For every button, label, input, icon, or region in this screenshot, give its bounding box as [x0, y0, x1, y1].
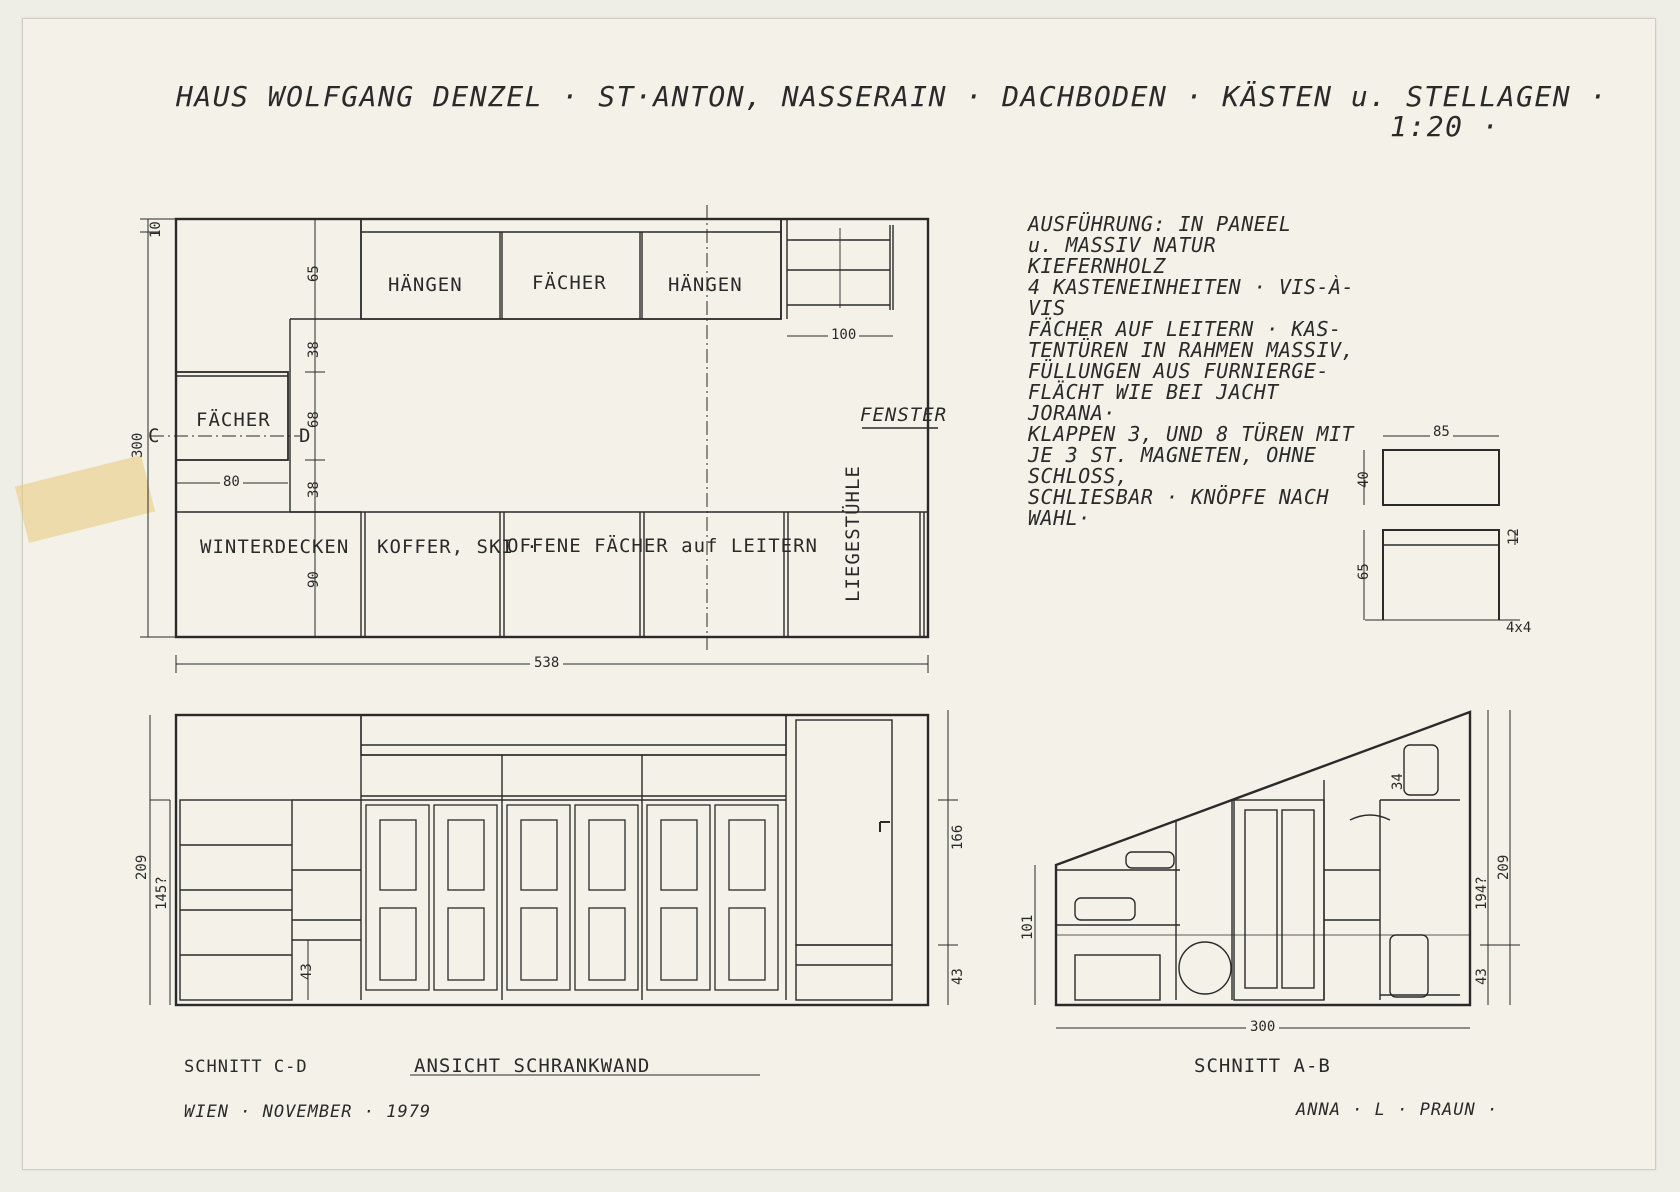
plan-label-winterdecken: WINTERDECKEN [200, 536, 350, 558]
caption-ansicht-schrankwand: ANSICHT SCHRANKWAND [414, 1055, 651, 1077]
execution-notes: AUSFÜHRUNG: IN PANEEL u. MASSIV NATUR KI… [1028, 214, 1358, 529]
note-line: AUSFÜHRUNG: IN PANEEL [1028, 212, 1292, 236]
caption-schnitt-ab: SCHNITT A-B [1194, 1055, 1331, 1077]
caption-schnitt-cd: SCHNITT C-D [184, 1057, 308, 1077]
note-line: TENTÜREN IN RAHMEN MASSIV, [1028, 338, 1355, 362]
floor-plan [140, 205, 938, 673]
dim-100: 100 [828, 327, 860, 343]
detail-sketch [1363, 435, 1520, 621]
detail-dim-4x4: 4x4 [1506, 620, 1532, 636]
plan-label-haengen-right: HÄNGEN [668, 274, 743, 296]
section-dim-300: 300 [1246, 1019, 1280, 1035]
plan-label-faecher-left: FÄCHER [196, 409, 271, 431]
note-line: KLAPPEN 3, UND 8 TÜREN MIT [1028, 422, 1355, 446]
dim-68: 68 [306, 411, 322, 428]
dim-538: 538 [530, 655, 564, 671]
detail-dim-12: 12 [1506, 528, 1522, 545]
dim-65: 65 [306, 265, 322, 282]
detail-dim-65: 65 [1356, 563, 1372, 580]
section-marker-c: C [148, 425, 161, 447]
dim-80: 80 [220, 474, 243, 490]
section-dim-194: 194? [1474, 876, 1490, 910]
dim-10: 10 [148, 221, 164, 238]
dim-38-a: 38 [306, 341, 322, 358]
detail-dim-40: 40 [1356, 471, 1372, 488]
drawing-title: HAUS WOLFGANG DENZEL · ST·ANTON, NASSERA… [176, 80, 1608, 113]
elev-dim-209: 209 [134, 854, 150, 880]
section-dim-43: 43 [1474, 968, 1490, 985]
section-dim-101: 101 [1020, 914, 1036, 940]
plan-label-koffer-ski: KOFFER, SKI · [377, 536, 539, 558]
section-dim-209: 209 [1496, 854, 1512, 880]
note-line: JE 3 ST. MAGNETEN, OHNE SCHLOSS, [1028, 443, 1317, 488]
section-ab [1034, 710, 1520, 1029]
drawing-scale: 1:20 · [1390, 110, 1501, 143]
dim-90: 90 [306, 571, 322, 588]
plan-label-faecher-top: FÄCHER [532, 272, 607, 294]
section-dim-34: 34 [1390, 773, 1406, 790]
elev-dim-43-b: 43 [950, 968, 966, 985]
note-line: FÄCHER AUF LEITERN · KAS- [1028, 317, 1342, 341]
dim-38-b: 38 [306, 481, 322, 498]
cabinet-elevation [149, 710, 958, 1007]
note-line: SCHLIESBAR · KNÖPFE NACH WAHL· [1028, 485, 1329, 530]
detail-dim-85: 85 [1430, 424, 1453, 440]
elev-dim-145: 145? [154, 876, 170, 910]
caption-date: WIEN · NOVEMBER · 1979 [184, 1102, 432, 1122]
note-line: FLÄCHT WIE BEI JACHT JORANA· [1028, 380, 1279, 425]
plan-label-liegestuehle: LIEGESTÜHLE [842, 465, 864, 602]
plan-label-haengen-left: HÄNGEN [388, 274, 463, 296]
section-marker-d: D [299, 425, 312, 447]
note-line: FÜLLUNGEN AUS FURNIERGE- [1028, 359, 1329, 383]
note-line: u. MASSIV NATUR KIEFERNHOLZ [1028, 233, 1217, 278]
note-line: 4 KASTENEINHEITEN · VIS-À-VIS [1028, 275, 1355, 320]
caption-author: ANNA · L · PRAUN · [1296, 1100, 1499, 1120]
elev-dim-43: 43 [299, 963, 315, 980]
plan-label-fenster: FENSTER [860, 404, 948, 426]
plan-label-offene-faecher: OFFENE FÄCHER auf LEITERN [507, 535, 818, 557]
elev-dim-166: 166 [950, 824, 966, 850]
dim-300: 300 [130, 432, 146, 458]
